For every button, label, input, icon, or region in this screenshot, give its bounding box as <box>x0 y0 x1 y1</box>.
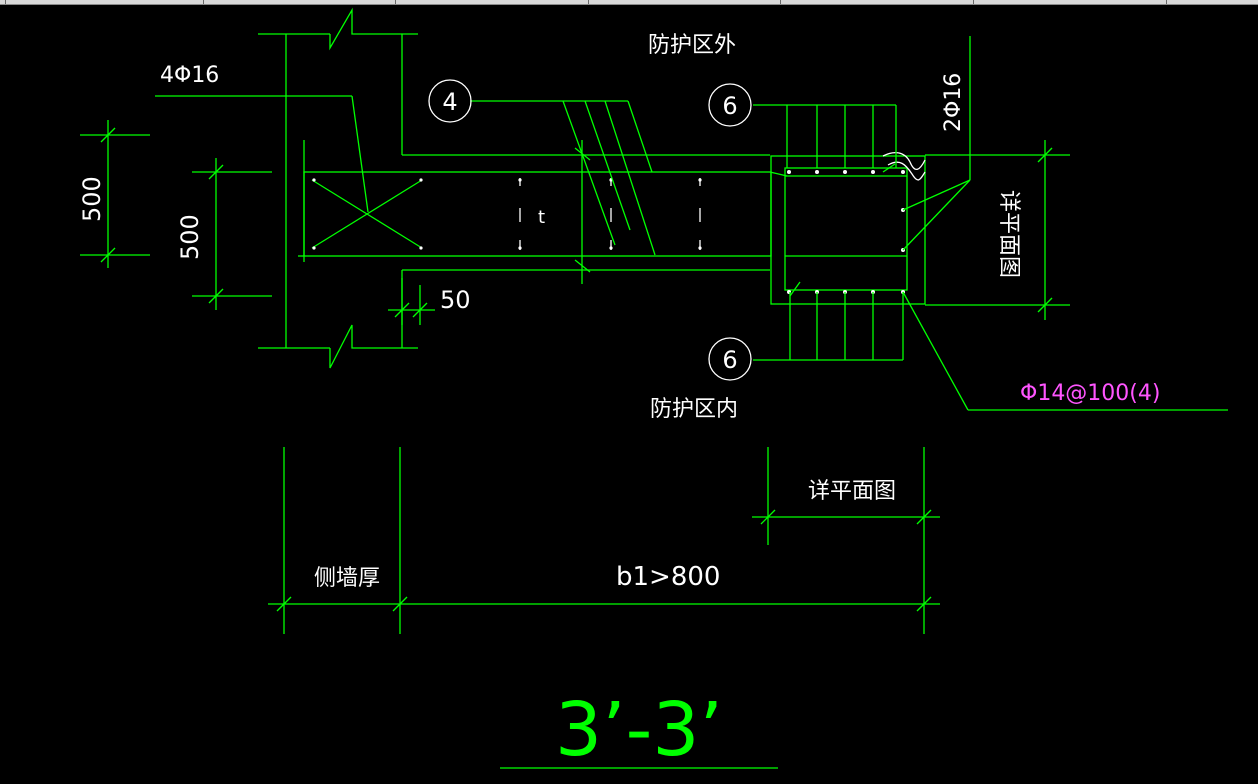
zone-inside-label: 防护区内 <box>650 397 738 422</box>
reference-bubble-6-top <box>708 83 752 127</box>
strip-divider <box>1166 0 1167 4</box>
embedded-cross-block <box>155 95 423 250</box>
column-section <box>769 151 926 305</box>
leader-stirrup <box>902 291 1228 411</box>
strip-divider <box>780 0 781 4</box>
zone-outside-label: 防护区外 <box>648 33 736 58</box>
see-plan-vertical-label: 详平面图 <box>996 190 1021 278</box>
wall-thickness-label: 侧墙厚 <box>314 566 380 591</box>
strip-divider <box>395 0 396 4</box>
reference-bubble-6-bottom <box>708 337 752 381</box>
main-rebar-label: 4Φ16 <box>160 63 219 88</box>
see-plan-label: 详平面图 <box>808 479 896 504</box>
leader-side-rebar <box>902 36 971 251</box>
leader-bubble-6-bottom <box>753 292 904 361</box>
bubble-6-top-label: 6 <box>722 92 737 120</box>
strip-divider <box>588 0 589 4</box>
side-wall <box>258 7 418 369</box>
dimension-left-outer <box>80 120 150 268</box>
dimension-cover <box>388 278 435 325</box>
strip-divider <box>5 0 6 4</box>
span-condition-label: b1>800 <box>616 562 720 592</box>
section-title: 3’-3’ <box>555 687 723 773</box>
leader-bubble-4 <box>470 100 656 256</box>
cover-dim-label: 50 <box>440 286 471 314</box>
dimension-bottom <box>268 447 940 634</box>
slab-body <box>298 140 772 271</box>
inner-dim-label: 500 <box>176 214 204 260</box>
viewport-tab-strip <box>0 0 1258 5</box>
strip-divider <box>203 0 204 4</box>
outer-dim-label: 500 <box>78 176 106 222</box>
strip-divider <box>973 0 974 4</box>
slab-rebar-marks <box>518 140 702 284</box>
reference-bubble-4 <box>428 79 472 123</box>
side-rebar-label: 2Φ16 <box>941 73 966 132</box>
thickness-symbol: t <box>538 207 545 228</box>
stirrup-callout: Φ14@100(4) <box>1020 381 1160 406</box>
bubble-4-label: 4 <box>442 88 457 116</box>
dimension-right <box>925 140 1070 320</box>
bubble-6-bottom-label: 6 <box>722 346 737 374</box>
dimension-left-inner <box>192 158 272 310</box>
leader-bubble-6-top <box>753 104 897 168</box>
